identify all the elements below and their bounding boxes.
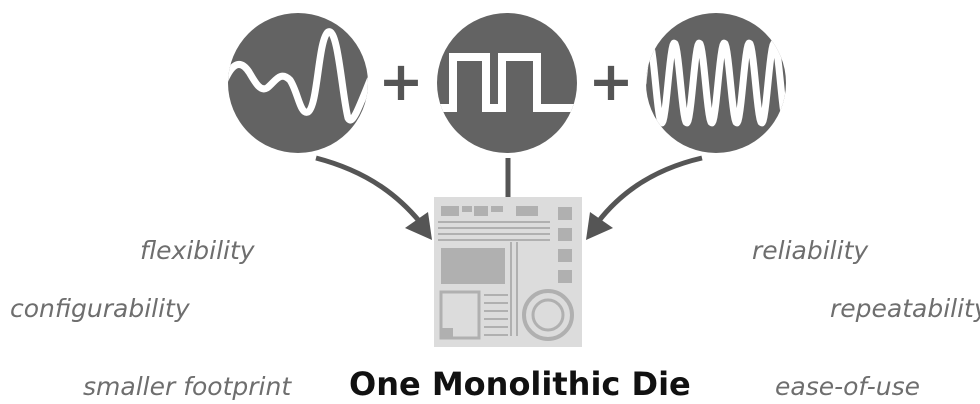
rf-wave-icon	[646, 13, 786, 153]
benefit-repeatability: repeatability	[830, 294, 980, 323]
benefit-reliability: reliability	[752, 236, 869, 265]
benefit-configurability: configurability	[10, 294, 190, 323]
analog-wave-icon	[228, 13, 368, 153]
arrow-right-head	[586, 212, 613, 240]
arrow-left	[315, 155, 422, 224]
monolithic-die-chip	[434, 197, 582, 347]
benefit-smaller-footprint: smaller footprint	[83, 372, 292, 401]
plus-operator-1: +	[378, 50, 423, 113]
die-title: One Monolithic Die	[349, 365, 691, 403]
square-wave-icon	[437, 13, 577, 153]
benefit-ease-of-use: ease-of-use	[775, 372, 921, 401]
arrow-right	[596, 155, 703, 224]
arrow-left-head	[405, 212, 432, 240]
benefit-flexibility: flexibility	[140, 236, 255, 265]
plus-operator-2: +	[588, 50, 633, 113]
